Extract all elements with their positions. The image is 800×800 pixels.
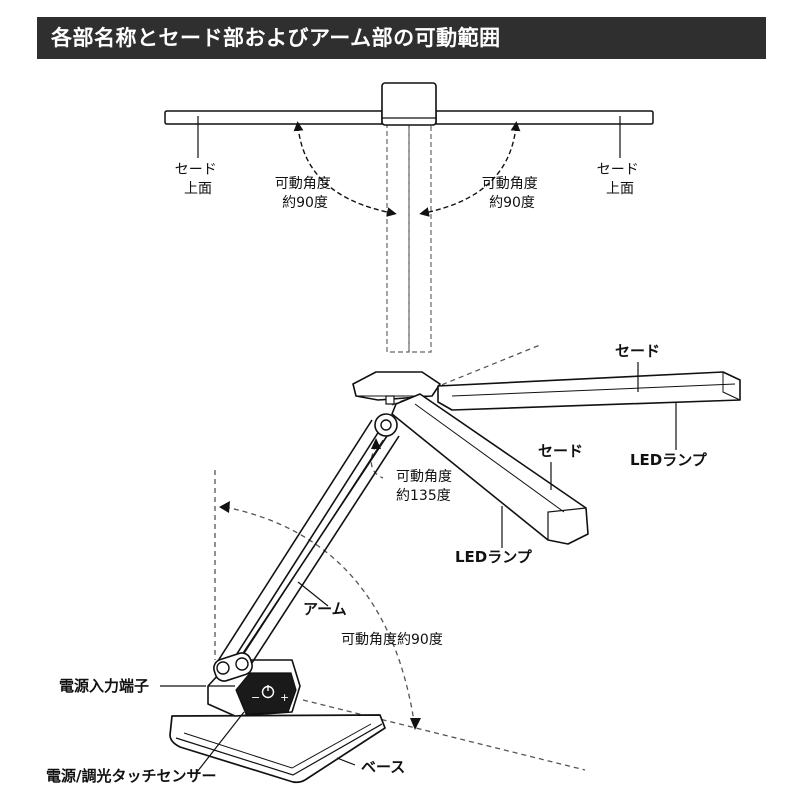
lower-pivot [213,652,253,682]
label-arm: アーム [303,600,347,618]
base [169,714,386,784]
label-base: ベース [361,758,405,776]
arm-detail [239,439,384,661]
label-shade-lower: セード [538,442,583,460]
label-shade-upper: セード [615,342,660,360]
shade-upper [437,371,741,411]
top-view: セード 上面 セード 上面 可動角度 約90度 可動角度 約90度 [164,82,654,353]
touch-plus[interactable]: + [280,691,289,704]
head-block [352,371,441,405]
label-range-right: 可動角度 約90度 [482,176,542,211]
touch-minus[interactable]: − [251,691,260,704]
page-title: 各部名称とセード部およびアーム部の可動範囲 [37,17,766,59]
label-led-lower: LEDランプ [455,548,533,566]
shade-right-top [435,110,654,125]
touch-sensor-panel[interactable]: − + [235,672,297,715]
label-led-upper: LEDランプ [630,451,708,469]
guide-lines [214,344,586,771]
shade-left-top [164,110,383,125]
range-arc-left [293,121,397,217]
dashed-arm-outline [386,123,432,353]
shade-lower [391,393,589,545]
leader-lines [160,362,677,773]
side-view: − + [46,342,741,785]
arm-range-arrow-bottom [410,718,421,730]
label-touch-sensor: 電源/調光タッチセンサー [46,767,216,785]
label-shade-range: 可動角度 約135度 [396,469,456,504]
label-shade-top-left: セード 上面 [175,162,221,197]
label-arm-range: 可動角度約90度 [341,632,443,648]
hinge-block [381,82,437,126]
label-shade-top-right: セード 上面 [597,162,643,197]
arm-range-arrow-top [219,501,230,513]
upper-pivot [374,413,398,437]
label-power-jack: 電源入力端子 [59,677,149,695]
label-range-left: 可動角度 約90度 [275,176,335,211]
